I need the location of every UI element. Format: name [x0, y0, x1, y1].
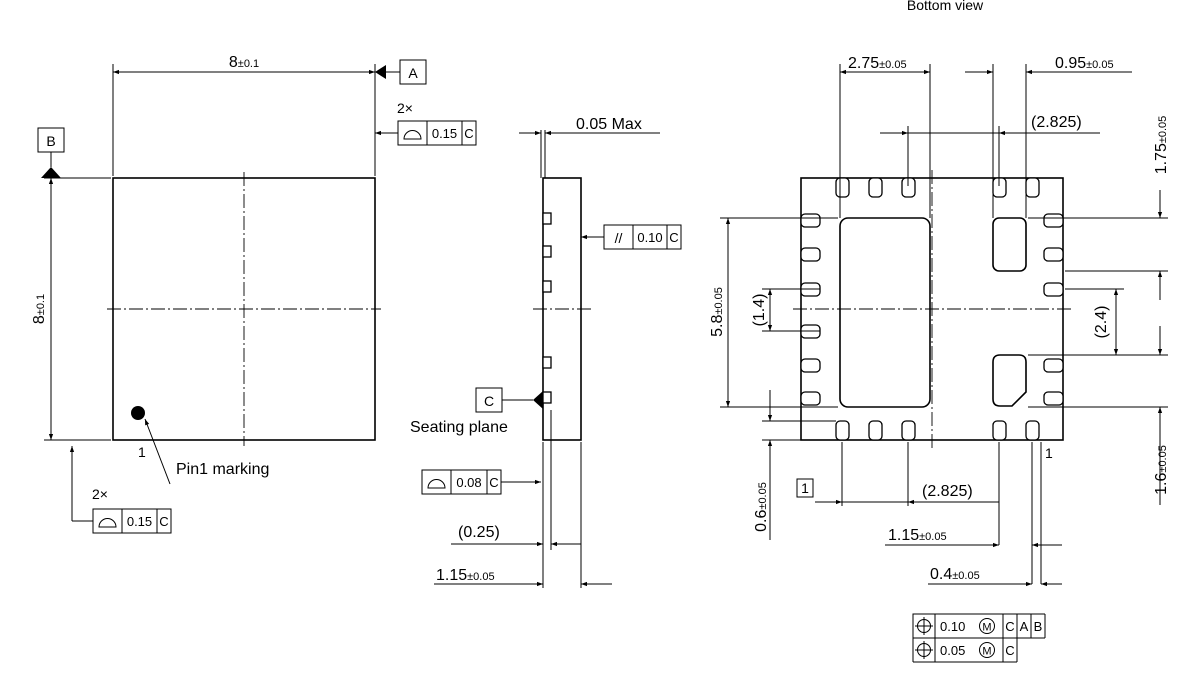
flatness-left-count: 2×	[92, 486, 108, 502]
flatness-top-count: 2×	[397, 100, 413, 116]
dimension-115-label: 1.15±0.05	[888, 527, 947, 544]
svg-text:C: C	[159, 514, 168, 529]
bottom-view: Bottom view	[709, 0, 1170, 663]
svg-text:C: C	[464, 126, 473, 141]
profile-surface-icon	[427, 479, 446, 489]
pad-pitch-top-label: (2.825)	[1031, 114, 1082, 131]
position-tolerance-frame: 0.10 M C A B 0.05 M C	[912, 613, 1046, 663]
width-dimension-label: 8±0.1	[229, 54, 259, 71]
bottom-view-title: Bottom view	[907, 0, 984, 13]
flatness-frame-left: 0.15 C	[92, 508, 172, 534]
flatness-frame-top: 0.15 C	[397, 120, 477, 146]
pin1-leader	[144, 418, 171, 485]
pads-left	[800, 213, 821, 406]
height-dimension-label: 8±0.1	[31, 294, 48, 324]
dimension-175-label: 1.75±0.05	[1153, 116, 1170, 175]
parallelism-frame: // 0.10 C	[603, 224, 682, 250]
svg-text:M: M	[982, 622, 991, 634]
dimension-06-label: 0.6±0.05	[753, 482, 770, 532]
svg-text:C: C	[1005, 619, 1014, 634]
parallelism-icon: //	[615, 230, 623, 246]
mmc-modifier-icon	[979, 642, 995, 658]
svg-text:C: C	[1005, 643, 1014, 658]
coplanarity-frame: 0.08 C	[421, 469, 502, 495]
svg-text:M: M	[982, 646, 991, 658]
side-view: 0.05 Max // 0.10 C C Seating plane 0.08 …	[410, 116, 682, 588]
profile-surface-icon	[98, 518, 117, 528]
dimension-58-label: 5.8±0.05	[709, 287, 726, 337]
svg-text:C: C	[669, 230, 678, 245]
small-pad-label: 0.95±0.05	[1055, 55, 1114, 72]
dimension-04-label: 0.4±0.05	[930, 566, 980, 583]
pads-bottom	[835, 420, 1040, 441]
datum-c-triangle	[533, 391, 543, 409]
pin1-number-top: 1	[138, 444, 146, 460]
thermal-pad-main	[839, 217, 931, 408]
datum-a-letter: A	[408, 65, 418, 81]
position-icon	[915, 641, 933, 659]
dimension-14-label: (1.4)	[751, 294, 768, 327]
thermal-pad-lower	[992, 354, 1027, 407]
package-height-label: 1.15±0.05	[436, 567, 495, 584]
svg-text:0.10: 0.10	[940, 619, 965, 634]
top-view: 8±0.1 A 2× 0.15 C B 8±0.1 2×	[31, 54, 477, 534]
pin1-marking-dot	[131, 406, 145, 420]
max-standoff-label: 0.05 Max	[576, 116, 642, 133]
note-box-number: 1	[801, 480, 809, 496]
svg-text:A: A	[1020, 619, 1029, 634]
dimension-025-label: (0.25)	[458, 524, 500, 541]
datum-a-box	[399, 59, 427, 85]
datum-a-triangle	[375, 65, 386, 79]
dimension-16-label: 1.6±0.05	[1153, 445, 1170, 495]
position-icon	[915, 617, 933, 635]
pin1-marking-label: Pin1 marking	[176, 461, 269, 478]
pad-pitch-bottom-label: (2.825)	[922, 483, 973, 500]
profile-surface-icon	[403, 130, 422, 140]
svg-text:C: C	[489, 475, 498, 490]
svg-text:B: B	[1034, 619, 1043, 634]
pads-right	[1043, 213, 1064, 406]
datum-b-letter: B	[46, 133, 55, 149]
svg-text:0.15: 0.15	[127, 514, 152, 529]
note-box	[796, 478, 814, 498]
pin1-number-bottom: 1	[1045, 445, 1053, 461]
thermal-pad-upper	[992, 217, 1027, 272]
side-leads	[542, 212, 552, 404]
svg-text:0.15: 0.15	[432, 126, 457, 141]
mmc-modifier-icon	[979, 618, 995, 634]
pad-width-label: 2.75±0.05	[848, 55, 907, 72]
datum-b-triangle	[41, 167, 61, 178]
datum-c-letter: C	[484, 393, 494, 409]
svg-text:0.05: 0.05	[940, 643, 965, 658]
seating-plane-label: Seating plane	[410, 419, 508, 436]
pads-top	[835, 177, 1040, 198]
svg-text:0.10: 0.10	[637, 230, 662, 245]
dimension-24-label: (2.4)	[1093, 306, 1110, 339]
svg-text:0.08: 0.08	[456, 475, 481, 490]
